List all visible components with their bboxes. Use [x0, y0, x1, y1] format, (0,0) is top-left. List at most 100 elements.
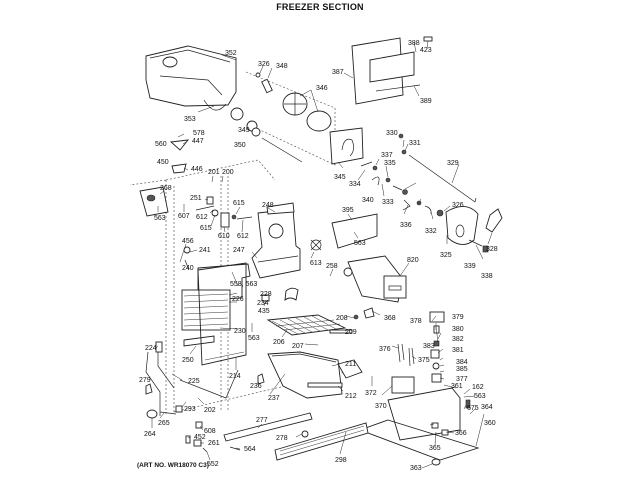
part-label[interactable]: 615: [233, 200, 245, 207]
part-label[interactable]: 278: [276, 435, 288, 442]
part-label[interactable]: 211: [345, 361, 356, 368]
part-label[interactable]: 241: [199, 247, 211, 254]
part-label[interactable]: 353: [184, 116, 196, 123]
part-label[interactable]: 372: [365, 390, 377, 397]
part-label[interactable]: 209: [345, 329, 357, 336]
part-label[interactable]: 338: [481, 273, 493, 280]
part-label[interactable]: 452: [194, 434, 206, 441]
part-label[interactable]: 268: [160, 185, 172, 192]
part-label[interactable]: 376: [379, 346, 391, 353]
part-label[interactable]: 387: [332, 69, 344, 76]
part-label[interactable]: 607: [178, 213, 190, 220]
part-label[interactable]: 258: [326, 263, 338, 270]
part-label[interactable]: 560: [155, 141, 167, 148]
part-label[interactable]: 378: [410, 318, 422, 325]
part-label[interactable]: 384: [456, 359, 468, 366]
part-label[interactable]: 237: [268, 395, 280, 402]
part-label[interactable]: 563: [154, 215, 166, 222]
part-label[interactable]: 361: [451, 383, 463, 390]
part-label[interactable]: 335: [384, 160, 396, 167]
part-label[interactable]: 388: [408, 40, 420, 47]
part-label[interactable]: 224: [145, 345, 157, 352]
part-label[interactable]: 332: [425, 228, 437, 235]
part-label[interactable]: 610: [218, 233, 230, 240]
part-label[interactable]: 240: [182, 265, 194, 272]
part-label[interactable]: 279: [139, 377, 151, 384]
part-label[interactable]: 349: [238, 127, 250, 134]
part-label[interactable]: 261: [208, 440, 220, 447]
part-label[interactable]: 251: [190, 195, 202, 202]
part-label[interactable]: 563: [248, 335, 260, 342]
part-label[interactable]: 615: [200, 225, 212, 232]
part-label[interactable]: 435: [258, 308, 270, 315]
part-label[interactable]: 206: [273, 339, 285, 346]
part-label[interactable]: 612: [196, 214, 208, 221]
part-label[interactable]: 339: [464, 263, 476, 270]
part-label[interactable]: 563: [354, 240, 366, 247]
part-label[interactable]: 558, 563: [230, 281, 257, 288]
part-label[interactable]: 368: [384, 315, 396, 322]
part-label[interactable]: 293: [184, 406, 196, 413]
part-label[interactable]: 364: [481, 404, 493, 411]
part-label[interactable]: 423: [420, 47, 432, 54]
part-label[interactable]: 352: [225, 50, 237, 57]
part-label[interactable]: 381: [452, 347, 464, 354]
part-label[interactable]: 265: [158, 420, 170, 427]
part-label[interactable]: 447: [192, 138, 204, 145]
part-label[interactable]: 675: [467, 405, 479, 412]
part-label[interactable]: 337: [381, 152, 393, 159]
part-label[interactable]: 365: [429, 445, 441, 452]
part-label[interactable]: 350: [234, 142, 246, 149]
part-label[interactable]: 346: [316, 85, 328, 92]
part-label[interactable]: 456: [182, 238, 194, 245]
part-label[interactable]: 552: [207, 461, 219, 468]
part-label[interactable]: 201: [208, 169, 220, 176]
part-label[interactable]: 329: [447, 160, 459, 167]
part-label[interactable]: 226: [232, 296, 244, 303]
part-label[interactable]: 564: [244, 446, 256, 453]
part-label[interactable]: 326: [452, 202, 464, 209]
part-label[interactable]: 383: [423, 343, 435, 350]
part-label[interactable]: 363: [410, 465, 422, 472]
part-label[interactable]: 612: [237, 233, 249, 240]
part-label[interactable]: 340: [362, 197, 374, 204]
part-label[interactable]: 208: [336, 315, 348, 322]
part-label[interactable]: 277: [256, 417, 268, 424]
part-label[interactable]: 328: [486, 246, 498, 253]
part-label[interactable]: 331: [409, 140, 421, 147]
part-label[interactable]: 212: [345, 393, 357, 400]
part-label[interactable]: 298: [335, 457, 347, 464]
part-label[interactable]: 330: [386, 130, 398, 137]
part-label[interactable]: 348: [276, 63, 288, 70]
part-label[interactable]: 250: [182, 357, 194, 364]
part-label[interactable]: 380: [452, 326, 464, 333]
part-label[interactable]: 336: [400, 222, 412, 229]
part-label[interactable]: 225: [188, 378, 200, 385]
part-label[interactable]: 370: [375, 403, 387, 410]
part-label[interactable]: 608: [204, 428, 216, 435]
part-label[interactable]: 395: [342, 207, 354, 214]
part-label[interactable]: 385: [456, 366, 468, 373]
part-label[interactable]: 333: [382, 199, 394, 206]
part-label[interactable]: 360: [484, 420, 496, 427]
part-label[interactable]: 563: [474, 393, 486, 400]
part-label[interactable]: 228: [260, 291, 272, 298]
part-label[interactable]: 613: [310, 260, 322, 267]
part-label[interactable]: 820: [407, 257, 419, 264]
part-label[interactable]: 202: [204, 407, 216, 414]
part-label[interactable]: 375: [418, 357, 430, 364]
part-label[interactable]: 236: [250, 383, 262, 390]
part-label[interactable]: 248: [262, 202, 274, 209]
part-label[interactable]: 450: [157, 159, 169, 166]
part-label[interactable]: 200: [222, 169, 234, 176]
part-label[interactable]: 326: [258, 61, 270, 68]
part-label[interactable]: 334: [349, 181, 361, 188]
part-label[interactable]: 234: [257, 300, 269, 307]
part-label[interactable]: 389: [420, 98, 432, 105]
part-label[interactable]: 264: [144, 431, 156, 438]
part-label[interactable]: 325: [440, 252, 452, 259]
part-label[interactable]: 578: [193, 130, 205, 137]
part-label[interactable]: 379: [452, 314, 464, 321]
part-label[interactable]: 230: [234, 328, 246, 335]
part-label[interactable]: 382: [452, 336, 464, 343]
